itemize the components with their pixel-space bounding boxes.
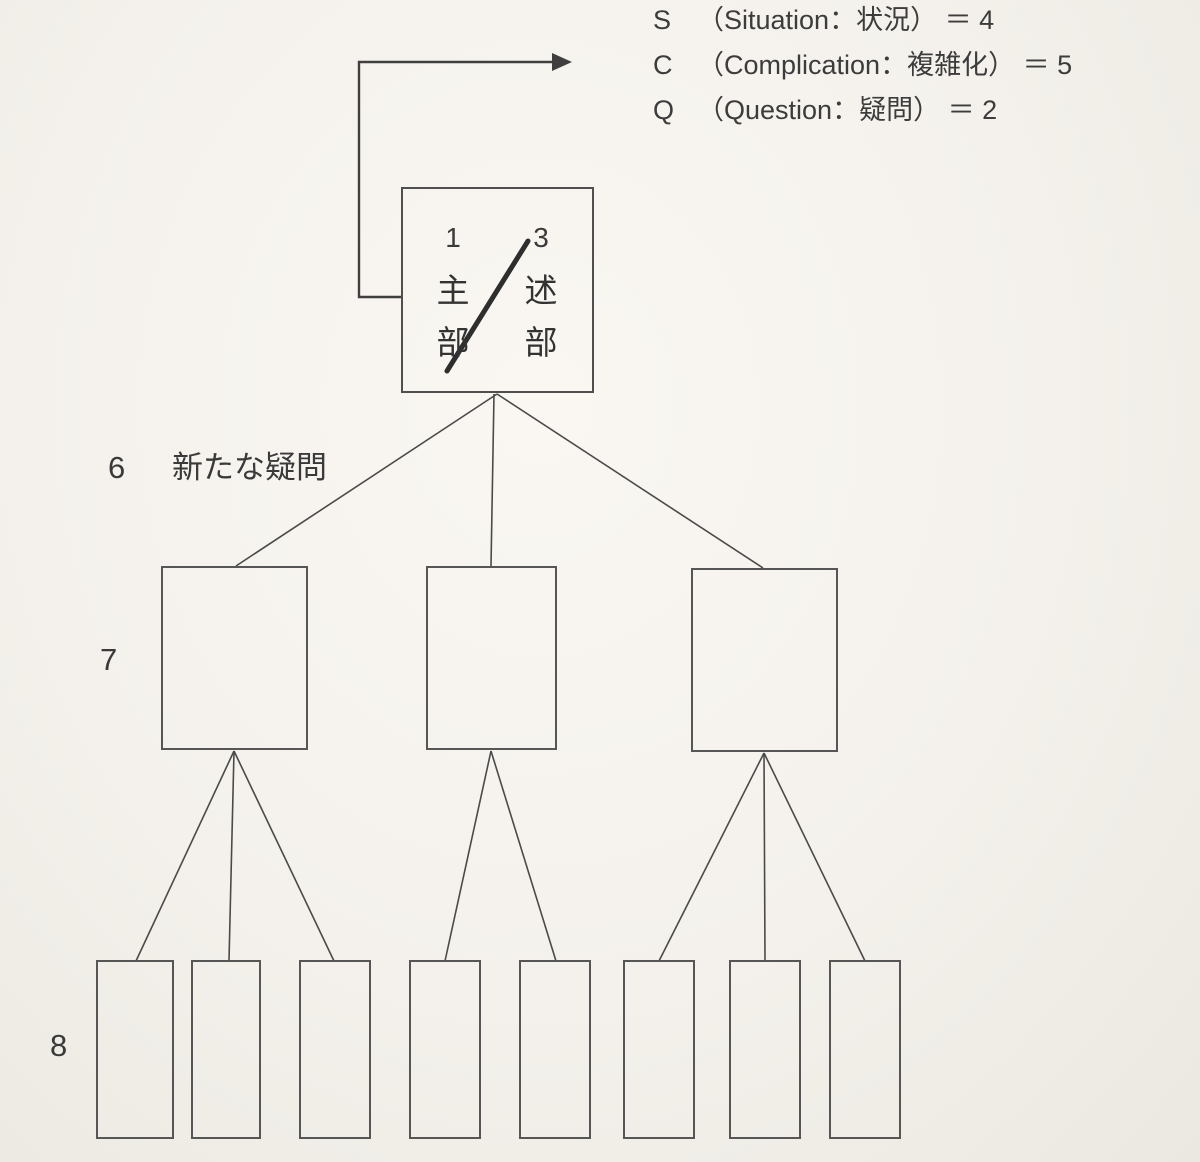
legend-text: （Situation：状況） ＝ 4 — [697, 5, 995, 35]
slash-line — [444, 238, 531, 374]
subject-column: 1 主部 — [431, 221, 475, 369]
predicate-label: 述部 — [524, 272, 558, 361]
level1-connectors — [235, 393, 764, 569]
level3-box-3 — [299, 960, 371, 1139]
arrowhead-icon — [552, 53, 572, 71]
subject-number: 1 — [445, 222, 461, 253]
label-level2: 7 — [100, 642, 118, 677]
legend-line-complication: C （Complication：複雑化） ＝ 5 — [653, 49, 1072, 81]
top-box: 1 主部 3 述部 — [401, 187, 594, 393]
subject-label: 主部 — [436, 272, 470, 361]
legend-line-situation: S （Situation：状況） ＝ 4 — [653, 4, 1072, 36]
level3-box-1 — [96, 960, 174, 1139]
predicate-number: 3 — [533, 222, 549, 253]
arrow-line — [357, 60, 552, 299]
predicate-column: 3 述部 — [519, 221, 563, 369]
level3-box-7 — [729, 960, 801, 1139]
label-6-text: 新たな疑問 — [172, 450, 327, 485]
scq-legend: S （Situation：状況） ＝ 4 C （Complication：複雑化… — [653, 4, 1072, 139]
level3-box-8 — [829, 960, 901, 1139]
label-6-number: 6 — [108, 450, 126, 485]
level2-box-3 — [691, 568, 838, 752]
level2-connectors — [135, 750, 866, 962]
legend-letter: S — [653, 5, 672, 35]
level3-box-6 — [623, 960, 695, 1139]
legend-letter: Q — [653, 95, 675, 125]
level3-box-4 — [409, 960, 481, 1139]
legend-line-question: Q （Question：疑問） ＝ 2 — [653, 94, 1072, 126]
level3-box-5 — [519, 960, 591, 1139]
legend-text: （Complication：複雑化） ＝ 5 — [697, 50, 1073, 80]
level2-box-1 — [161, 566, 308, 750]
legend-letter: C — [653, 50, 673, 80]
label-level3: 8 — [50, 1028, 68, 1063]
label-new-question: 6 新たな疑問 — [108, 450, 327, 486]
level2-box-2 — [426, 566, 557, 750]
level3-box-2 — [191, 960, 261, 1139]
legend-text: （Question：疑問） ＝ 2 — [697, 95, 998, 125]
